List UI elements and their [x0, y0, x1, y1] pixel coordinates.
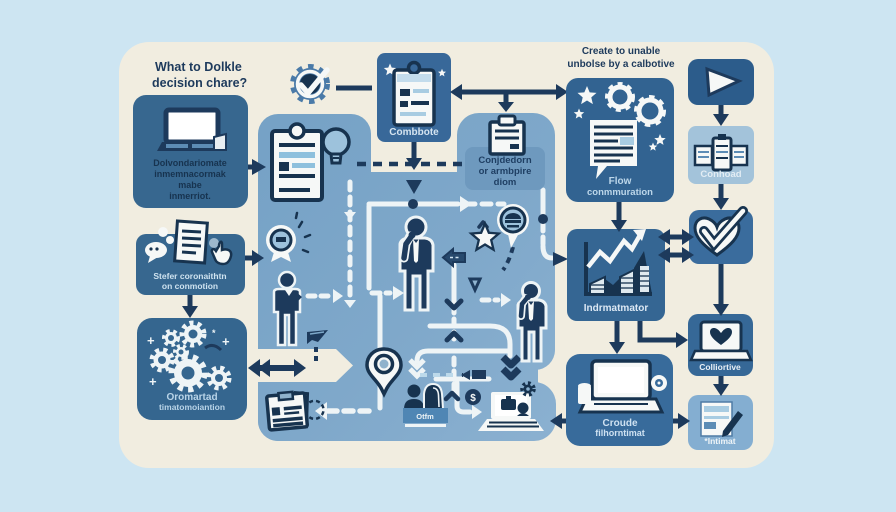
svg-text:$: $: [470, 393, 476, 404]
svg-text:+: +: [222, 334, 230, 349]
svg-text:Colliortive: Colliortive: [699, 362, 741, 372]
svg-text:or armbpire: or armbpire: [479, 166, 532, 177]
svg-text:inmerriot.: inmerriot.: [169, 191, 211, 201]
svg-text:Combbote: Combbote: [389, 127, 439, 138]
svg-text:mabe: mabe: [178, 180, 202, 190]
svg-text:on conmotion: on conmotion: [162, 281, 218, 291]
svg-text:decision chare?: decision chare?: [152, 76, 247, 90]
svg-text:*: *: [212, 328, 216, 338]
svg-text:timatomoiantion: timatomoiantion: [159, 402, 225, 412]
svg-text:Indrmatmator: Indrmatmator: [584, 303, 649, 314]
svg-text:Croude: Croude: [603, 418, 638, 429]
svg-text:+: +: [147, 333, 155, 348]
svg-text:inmemnacormak: inmemnacormak: [154, 169, 227, 179]
svg-text:What to Dolkle: What to Dolkle: [155, 60, 242, 74]
svg-text:Conhoad: Conhoad: [700, 169, 741, 180]
svg-text:unbolse by a calbotive: unbolse by a calbotive: [567, 59, 675, 70]
svg-text:*Intimat: *Intimat: [704, 436, 735, 446]
svg-text:filhorntimat: filhorntimat: [595, 428, 645, 438]
svg-text:Stefer coronaithtn: Stefer coronaithtn: [153, 271, 226, 281]
svg-text:Flow: Flow: [609, 176, 632, 187]
svg-text:Create to unable: Create to unable: [582, 46, 661, 57]
svg-text:conmmuration: conmmuration: [587, 187, 653, 198]
svg-text:Otfm: Otfm: [416, 412, 434, 421]
svg-text:+: +: [149, 374, 157, 389]
svg-text:Conjdedorn: Conjdedorn: [478, 155, 531, 166]
svg-text:diom: diom: [494, 177, 517, 188]
svg-text:Oromartad: Oromartad: [166, 392, 217, 403]
svg-text:Dolvondariomate: Dolvondariomate: [153, 158, 227, 168]
